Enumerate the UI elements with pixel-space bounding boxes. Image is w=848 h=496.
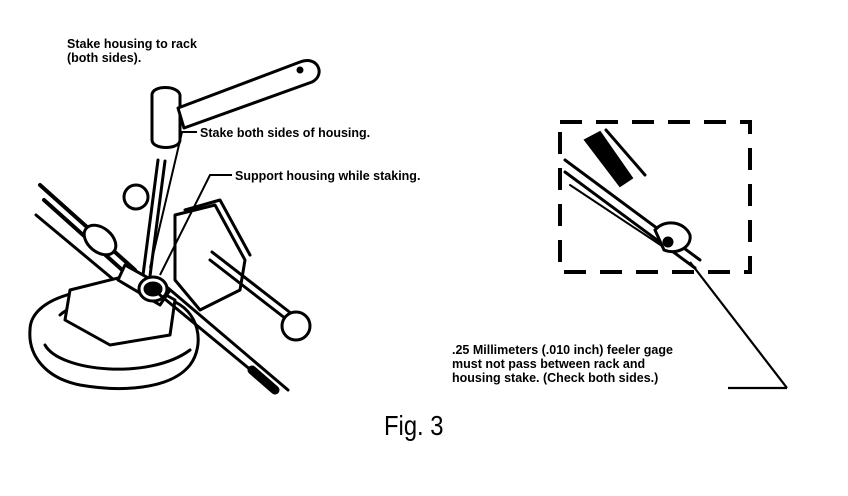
leader-stake-both-sides [149,131,197,269]
figure-caption: Fig. 3 [384,410,444,441]
vise-handle-ball-top [122,183,150,211]
callout-line: Support housing while staking. [235,169,421,183]
callout-feeler-gage-note: .25 Millimeters (.010 inch) feeler gage … [452,343,673,385]
callout-line: housing stake. (Check both sides.) [452,371,659,385]
callout-line: (both sides). [67,51,142,65]
callout-stake-both-sides: Stake both sides of housing. [200,126,370,140]
detail-inset [558,120,788,390]
callout-line: Stake both sides of housing. [200,126,371,140]
tube-collar [82,223,118,257]
rack-rod [158,286,290,395]
leader-feeler-gage [689,261,788,390]
callout-line: Stake housing to rack [67,37,197,51]
callout-support-housing: Support housing while staking. [235,169,420,183]
vise-illustration [28,59,321,395]
inset-dashed-frame [558,120,752,274]
callout-line: must not pass between rack and [452,357,646,371]
vise-handle-ball-bottom [280,310,312,342]
vise-jaw [173,203,247,312]
callout-line: .25 Millimeters (.010 inch) feeler gage [452,343,673,357]
leader-support-housing [159,174,232,276]
callout-stake-housing-to-rack: Stake housing to rack (both sides). [67,37,197,65]
leader-lines [149,131,232,276]
hammer [150,59,321,149]
